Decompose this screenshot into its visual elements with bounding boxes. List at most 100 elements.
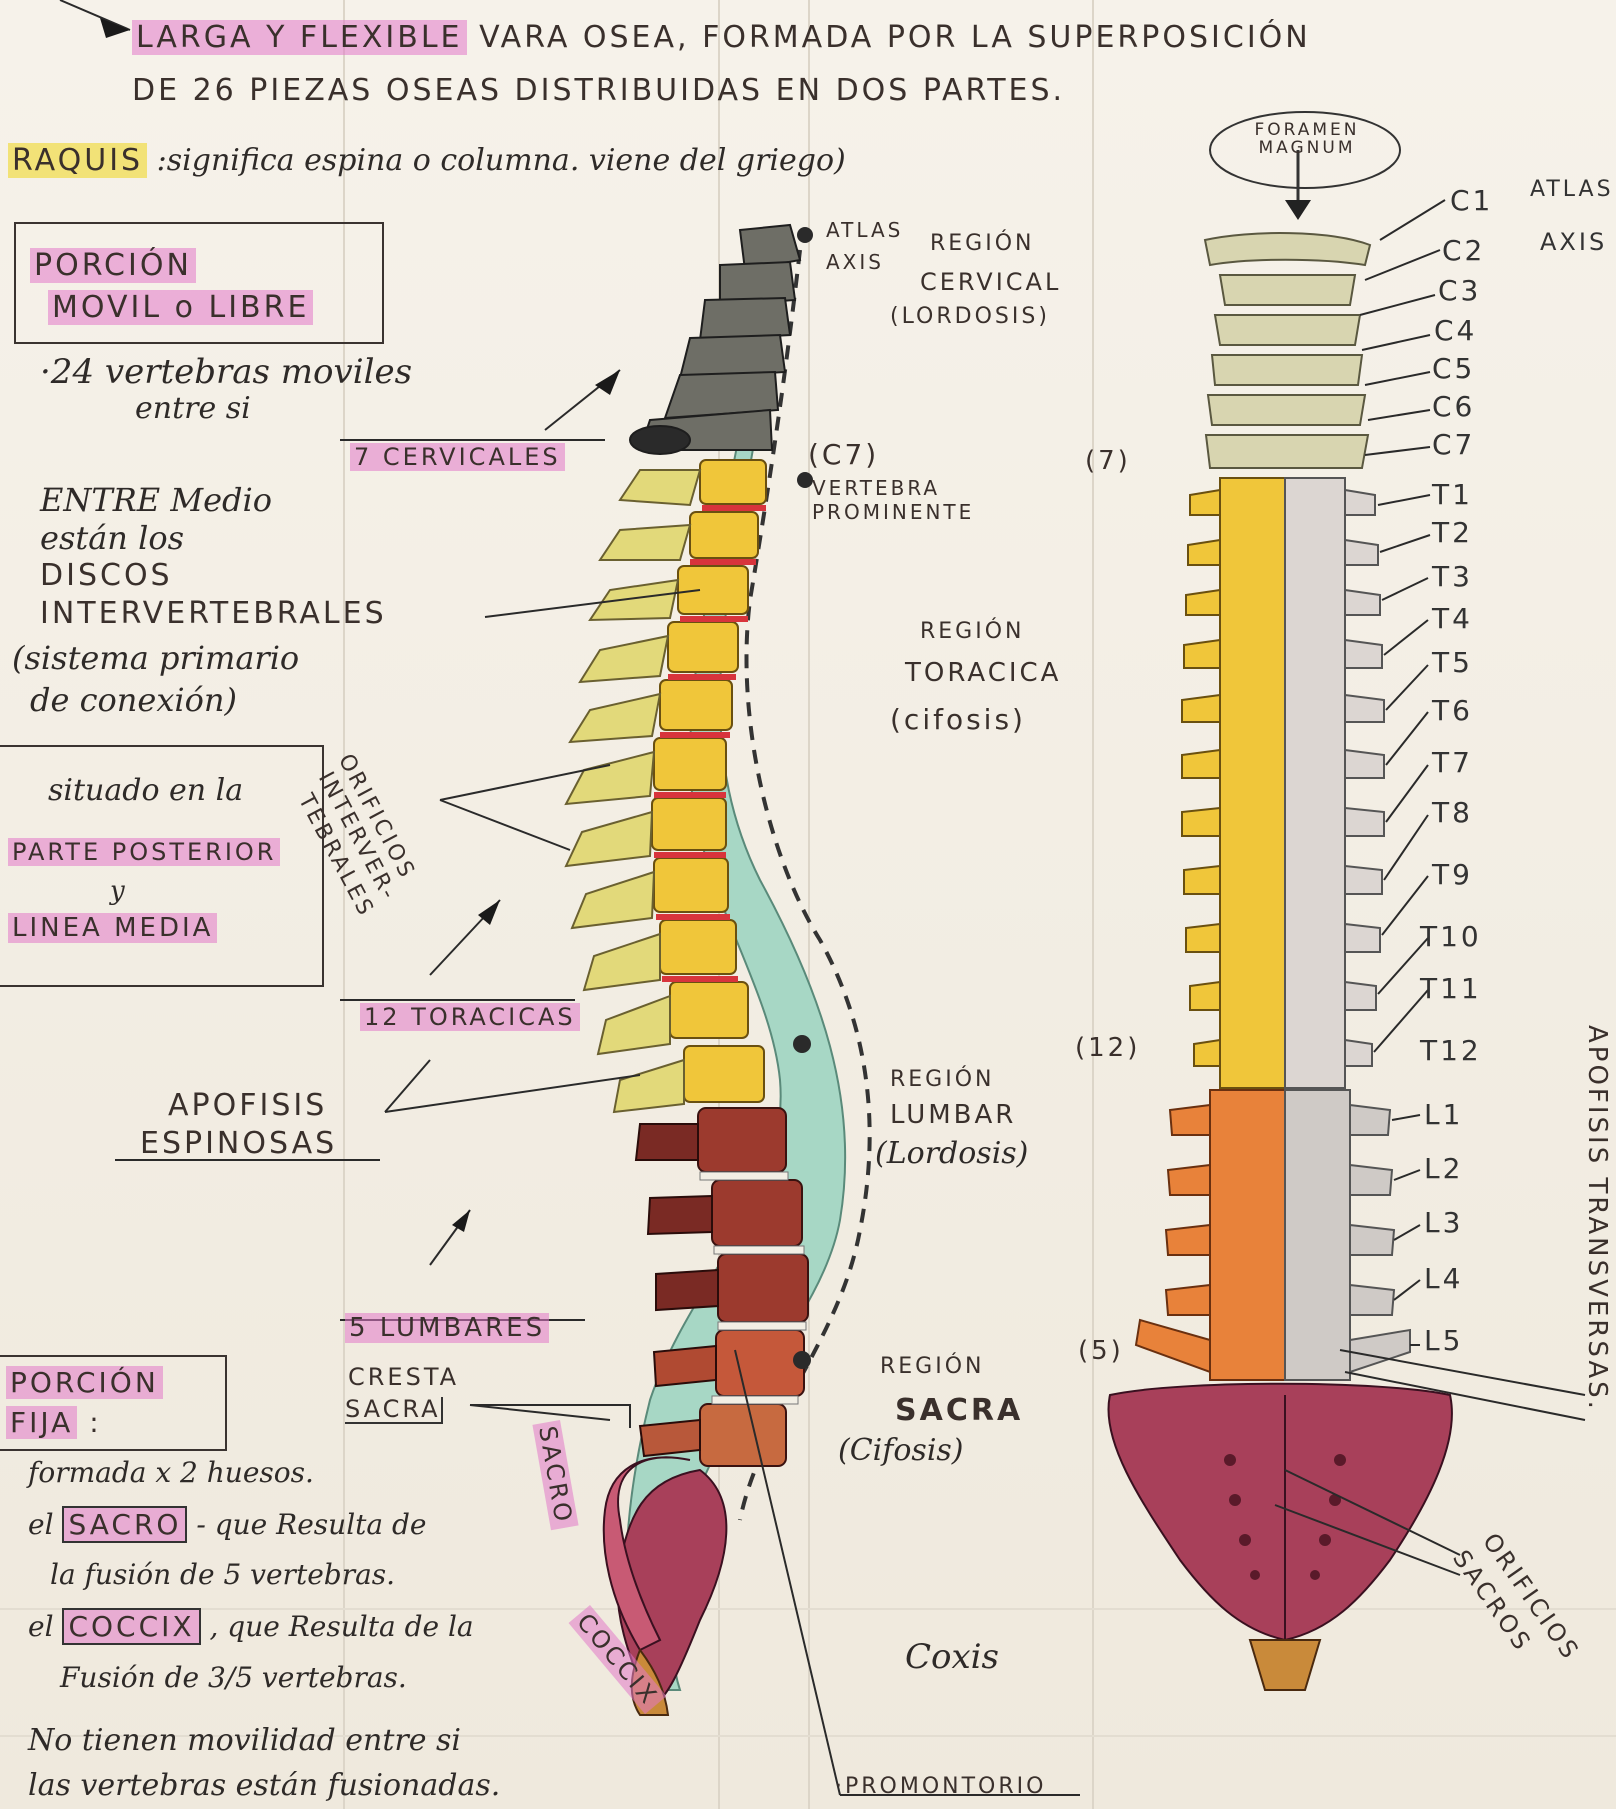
atlas-label: ATLAS bbox=[826, 218, 904, 242]
arrow-heads bbox=[100, 18, 620, 1232]
cervical-vertebrae bbox=[629, 223, 802, 455]
level-l2: L2 bbox=[1424, 1152, 1464, 1185]
intervertebral-discs bbox=[654, 505, 766, 982]
level-t9: T9 bbox=[1432, 858, 1473, 891]
level-t7: T7 bbox=[1432, 746, 1473, 779]
count-5: (5) bbox=[1078, 1336, 1124, 1366]
title-line-1: LARGA Y FLEXIBLE VARA OSEA, FORMADA POR … bbox=[132, 20, 1311, 55]
canal-dashed-line bbox=[738, 249, 872, 1521]
raquis-text: :significa espina o columna. viene del g… bbox=[156, 143, 846, 178]
fija-coccix-line: el COCCIX , que Resulta de la bbox=[28, 1608, 474, 1645]
porcion-fija-2: FIJA : bbox=[6, 1406, 102, 1439]
movil-text-1: ·24 vertebras moviles bbox=[40, 352, 413, 392]
fusionadas-text: las vertebras están fusionadas. bbox=[28, 1768, 501, 1803]
y-text: y bbox=[110, 876, 125, 906]
level-c6: C6 bbox=[1432, 390, 1476, 423]
level-c5: C5 bbox=[1432, 352, 1476, 385]
level-t1: T1 bbox=[1432, 478, 1473, 511]
count-12: (12) bbox=[1075, 1033, 1141, 1063]
level-l4: L4 bbox=[1424, 1262, 1464, 1295]
toracicas-label: 12 TORACICAS bbox=[360, 1003, 580, 1031]
region-sacra-0: REGIÓN bbox=[880, 1354, 985, 1379]
raquis-label: RAQUIS bbox=[8, 143, 148, 178]
thoracic-transverse-right bbox=[1344, 488, 1385, 1067]
situado-text: situado en la bbox=[48, 773, 244, 808]
coccix-highlight: COCCIX bbox=[62, 1608, 201, 1645]
spinous-processes-thoracic bbox=[564, 469, 702, 1114]
level-t11: T11 bbox=[1420, 972, 1482, 1005]
lateral-spine bbox=[564, 223, 872, 1716]
grid-line bbox=[0, 1735, 1616, 1737]
spinous-processes-lumbar bbox=[634, 1123, 719, 1458]
promontorio-label: ·PROMONTORIO bbox=[835, 1774, 1047, 1799]
entre-medio-3: INTERVERTEBRALES bbox=[40, 596, 387, 631]
sacro-highlight: SACRO bbox=[62, 1506, 188, 1543]
level-t10: T10 bbox=[1420, 920, 1482, 953]
title-line-1-rest: VARA OSEA, FORMADA POR LA SUPERPOSICIÓN bbox=[479, 20, 1311, 55]
cresta-sacra-1: CRESTA bbox=[348, 1363, 460, 1391]
vertebra-prominente-1: VERTEBRA bbox=[812, 476, 941, 500]
situado-box bbox=[0, 745, 324, 987]
axis-label: AXIS bbox=[826, 250, 884, 274]
grid-line bbox=[343, 0, 345, 1809]
region-cervical-0: REGIÓN bbox=[930, 231, 1035, 256]
region-toracica-2: (cifosis) bbox=[890, 703, 1026, 736]
region-cervical-2: (LORDOSIS) bbox=[890, 304, 1050, 329]
level-t4: T4 bbox=[1432, 602, 1473, 635]
coccyx-posterior bbox=[1248, 1639, 1322, 1691]
entre-medio-0: ENTRE Medio bbox=[40, 481, 273, 519]
level-c4: C4 bbox=[1434, 314, 1478, 347]
axis-right-label: AXIS bbox=[1540, 228, 1608, 256]
level-c7: C7 bbox=[1432, 428, 1476, 461]
entre-medio-4: (sistema primario bbox=[12, 639, 300, 677]
level-l1: L1 bbox=[1424, 1098, 1464, 1131]
atlas-right-label: ATLAS bbox=[1530, 177, 1614, 202]
region-sacra-2: (Cifosis) bbox=[838, 1433, 964, 1468]
level-c3: C3 bbox=[1438, 274, 1482, 307]
parte-posterior: PARTE POSTERIOR bbox=[8, 838, 281, 866]
grid-line bbox=[0, 1608, 1616, 1610]
level-l5: L5 bbox=[1424, 1324, 1464, 1357]
region-lumbar-2: (Lordosis) bbox=[875, 1136, 1029, 1171]
coxis-label: Coxis bbox=[905, 1637, 999, 1677]
entre-medio-1: están los bbox=[40, 519, 184, 557]
linea-media: LINEA MEDIA bbox=[8, 913, 218, 943]
level-t3: T3 bbox=[1432, 560, 1473, 593]
lumbar-right bbox=[1284, 1089, 1351, 1381]
posterior-spine bbox=[1107, 111, 1453, 1691]
level-t6: T6 bbox=[1432, 694, 1473, 727]
region-toracica-1: TORACICA bbox=[905, 658, 1062, 688]
region-sacra-1: SACRA bbox=[895, 1393, 1024, 1428]
sacrum-posterior bbox=[1107, 1382, 1453, 1642]
fija-text-8: Fusión de 3/5 vertebras. bbox=[60, 1661, 407, 1694]
no-tienen-text: No tienen movilidad entre si bbox=[28, 1723, 462, 1758]
porcion-movil-title-1: PORCIÓN bbox=[30, 248, 196, 283]
level-t5: T5 bbox=[1432, 646, 1473, 679]
grid-line bbox=[1092, 0, 1094, 1809]
fija-sacro-line: el SACRO - que Resulta de bbox=[28, 1506, 427, 1543]
lumbar-discs bbox=[699, 1171, 807, 1405]
region-toracica-0: REGIÓN bbox=[920, 619, 1025, 644]
fija-text-0: formada x 2 huesos. bbox=[28, 1456, 314, 1489]
porcion-movil-box bbox=[14, 222, 384, 344]
cervicales-label: 7 CERVICALES bbox=[350, 443, 565, 471]
apofisis-espinosas-2: ESPINOSAS bbox=[140, 1126, 338, 1161]
porcion-fija-box bbox=[0, 1355, 227, 1451]
level-t2: T2 bbox=[1432, 516, 1473, 549]
fija-text-4: la fusión de 5 vertebras. bbox=[50, 1558, 396, 1591]
cresta-sacra-2: SACRA bbox=[345, 1395, 443, 1425]
entre-medio-5: de conexión) bbox=[30, 681, 237, 719]
region-lumbar-0: REGIÓN bbox=[890, 1067, 995, 1092]
title-highlight: LARGA Y FLEXIBLE bbox=[132, 20, 467, 55]
c7-label: (C7) bbox=[808, 438, 880, 471]
level-t8: T8 bbox=[1432, 796, 1473, 829]
region-cervical-1: CERVICAL bbox=[920, 268, 1062, 296]
thoracic-right bbox=[1284, 477, 1346, 1089]
level-t12: T12 bbox=[1420, 1034, 1482, 1067]
title-line-2: DE 26 PIEZAS OSEAS DISTRIBUIDAS EN DOS P… bbox=[132, 73, 1066, 108]
porcion-fija-1: PORCIÓN bbox=[6, 1366, 163, 1399]
entre-medio-2: DISCOS bbox=[40, 558, 173, 593]
porcion-movil-title-2: MOVIL o LIBRE bbox=[48, 290, 314, 325]
